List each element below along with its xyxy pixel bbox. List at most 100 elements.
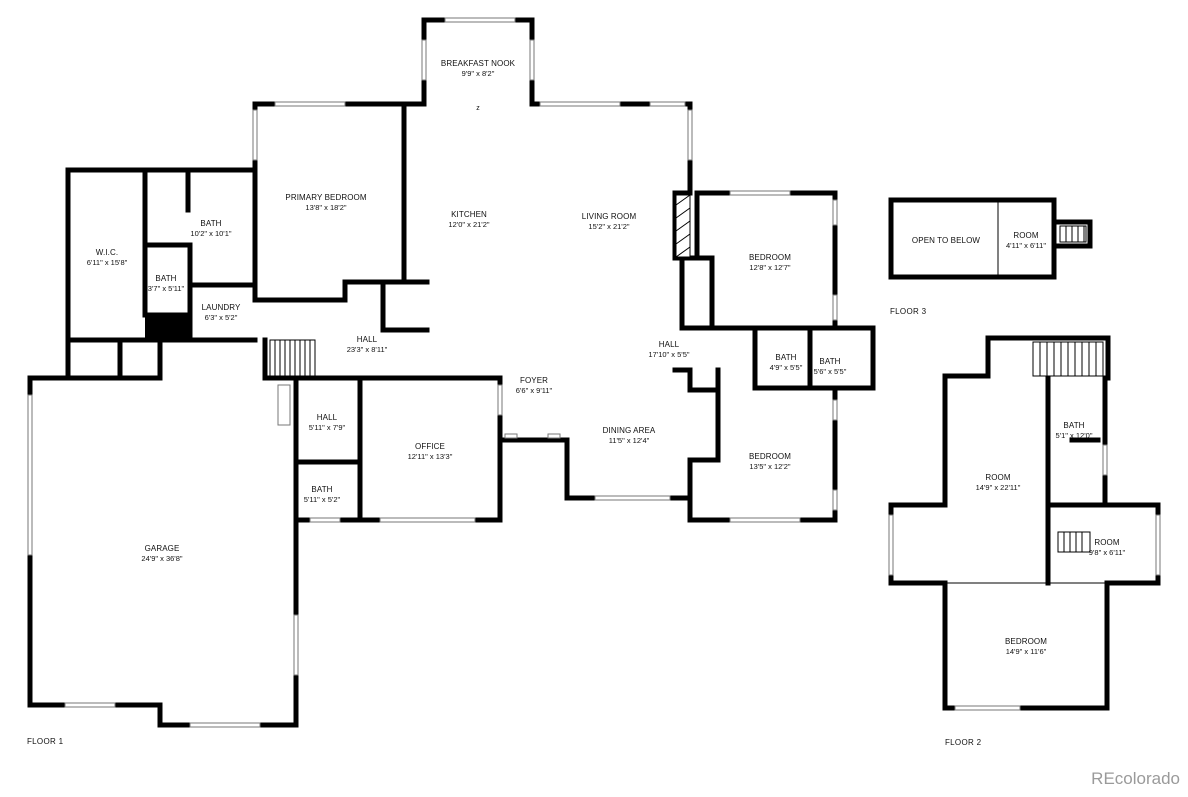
garage-walls [27, 337, 299, 728]
room-name: ROOM [1094, 538, 1120, 547]
room-name: BATH [1063, 421, 1085, 430]
floor2-plan [888, 335, 1161, 711]
room-dimensions: 5'1" x 12'0" [1055, 431, 1093, 440]
room-label-room-f2-small: ROOM 9'8" x 6'11" [1089, 538, 1125, 558]
floor-1-label: FLOOR 1 [27, 737, 64, 746]
room-label-breakfast-nook: BREAKFAST NOOK 9'9" x 8'2" [441, 59, 515, 79]
room-label-office: OFFICE 12'11" x 13'3" [408, 442, 453, 462]
east-north-wall [529, 101, 693, 168]
room-name: BATH [200, 219, 222, 228]
room-name: GARAGE [144, 544, 180, 553]
room-label-hall-east: HALL 17'10" x 5'5" [648, 340, 689, 360]
room-name: BATH [155, 274, 177, 283]
room-name: HALL [658, 340, 680, 349]
room-label-kitchen: KITCHEN 12'0" x 21'2" [448, 210, 489, 230]
room-name: PRIMARY BEDROOM [285, 193, 367, 202]
floor-2-label: FLOOR 2 [945, 738, 982, 747]
room-name: BATH [311, 485, 333, 494]
garage-north [65, 337, 123, 381]
room-dimensions: 12'8" x 12'7" [749, 263, 791, 272]
room-name: FOYER [519, 376, 549, 385]
room-name: KITCHEN [451, 210, 487, 219]
floor-3-label: FLOOR 3 [890, 307, 927, 316]
room-name: LAUNDRY [201, 303, 241, 312]
garage-stair-walls [262, 337, 299, 381]
room-label-living-room: LIVING ROOM 15'2" x 21'2" [582, 212, 636, 232]
room-label-bedroom-east-1: BEDROOM 12'8" x 12'7" [749, 253, 791, 273]
mechanical-block [145, 315, 190, 340]
room-name: DINING AREA [602, 426, 656, 435]
room-name: BEDROOM [748, 452, 792, 461]
room-dimensions: 24'9" x 36'8" [141, 554, 183, 563]
room-name: LIVING ROOM [581, 212, 637, 221]
kitchen-island [380, 279, 430, 333]
room-dimensions: 11'5" x 12'4" [608, 436, 650, 445]
room-label-bath-main: BATH 10'2" x 10'1" [190, 219, 231, 239]
brand-watermark: REcolorado [1091, 769, 1180, 788]
room-label-garage: GARAGE 24'9" x 36'8" [141, 544, 182, 564]
room-name: HALL [356, 335, 378, 344]
bath-main-walls [142, 167, 258, 288]
room-label-bath-east-1: BATH 4'9" x 5'5" [770, 353, 803, 373]
room-dimensions: 6'3" x 5'2" [204, 313, 238, 322]
room-label-bath-f2: BATH 5'1" x 12'0" [1056, 421, 1093, 441]
room-label-foyer: FOYER 6'6" x 9'11" [516, 376, 552, 396]
stairs-floor1 [269, 339, 316, 377]
room-name: BATH [819, 357, 841, 366]
north-wall [252, 101, 427, 303]
room-label-room-f3: ROOM 4'11" x 6'11" [1006, 231, 1046, 251]
room-name: ROOM [1013, 231, 1039, 240]
room-dimensions: 23'3" x 8'11" [346, 345, 388, 354]
room-label-hall-main: HALL 23'3" x 8'11" [347, 335, 388, 355]
room-dimensions: 12'0" x 21'2" [448, 220, 490, 229]
room-dimensions: 12'11" x 13'3" [407, 452, 453, 461]
room-dimensions: 9'8" x 6'11" [1088, 548, 1126, 557]
windows-floor1 [27, 17, 838, 728]
floor3-plan [888, 197, 1093, 280]
room-label-room-f2-main: ROOM 14'9" x 22'11" [976, 473, 1021, 493]
room-dimensions: 6'6" x 9'11" [515, 386, 553, 395]
room-dimensions: 13'8" x 18'2" [305, 203, 347, 212]
room-dimensions: 4'11" x 6'11" [1005, 241, 1047, 250]
room-name: W.I.C. [95, 248, 119, 257]
room-dimensions: 13'5" x 12'2" [749, 462, 791, 471]
room-dimensions: 5'11" x 7'9" [308, 423, 346, 432]
room-dimensions: 4'9" x 5'5" [769, 363, 803, 372]
room-name: BEDROOM [1004, 637, 1048, 646]
room-label-bath-small: BATH 3'7" x 5'11" [148, 274, 184, 294]
room-dimensions: 14'9" x 11'6" [1005, 647, 1047, 656]
room-name: BATH [775, 353, 797, 362]
room-label-open-to-below: OPEN TO BELOW [912, 236, 980, 246]
room-dimensions: 10'2" x 10'1" [190, 229, 232, 238]
room-name: OPEN TO BELOW [911, 236, 981, 245]
room-label-hall-west: HALL 5'11" x 7'9" [309, 413, 345, 433]
garage-north-2 [117, 337, 163, 381]
room-label-laundry: LAUNDRY 6'3" x 5'2" [202, 303, 241, 323]
room-name: ROOM [985, 473, 1011, 482]
room-dimensions: 9'9" x 8'2" [461, 69, 495, 78]
room-dimensions: 5'11" x 5'2" [303, 495, 341, 504]
north-marker: z [476, 105, 480, 112]
bath-east-walls [752, 325, 876, 391]
room-dimensions: 15'2" x 21'2" [588, 222, 630, 231]
room-label-primary-bedroom: PRIMARY BEDROOM 13'8" x 18'2" [285, 193, 366, 213]
room-dimensions: 5'6" x 5'5" [813, 367, 847, 376]
bedroom-east-2-walls [672, 367, 838, 523]
room-dimensions: 6'11" x 15'8" [86, 258, 128, 267]
room-dimensions: 3'7" x 5'11" [147, 284, 185, 293]
room-dimensions: 17'10" x 5'5" [648, 350, 690, 359]
room-label-dining-area: DINING AREA 11'5" x 12'4" [603, 426, 656, 446]
foyer-door-marks [504, 433, 561, 439]
room-name: HALL [316, 413, 338, 422]
dining-walls [564, 437, 693, 501]
room-name: BREAKFAST NOOK [440, 59, 516, 68]
room-label-bath-east-2: BATH 5'6" x 5'5" [814, 357, 847, 377]
room-dimensions: 14'9" x 22'11" [975, 483, 1021, 492]
room-name: OFFICE [415, 442, 445, 451]
room-name: BEDROOM [748, 253, 792, 262]
fireplace [675, 194, 691, 258]
room-label-wic: W.I.C. 6'11" x 15'8" [87, 248, 128, 268]
room-label-bedroom-f2: BEDROOM 14'9" x 11'6" [1005, 637, 1047, 657]
room-label-bath-west: BATH 5'11" x 5'2" [304, 485, 340, 505]
